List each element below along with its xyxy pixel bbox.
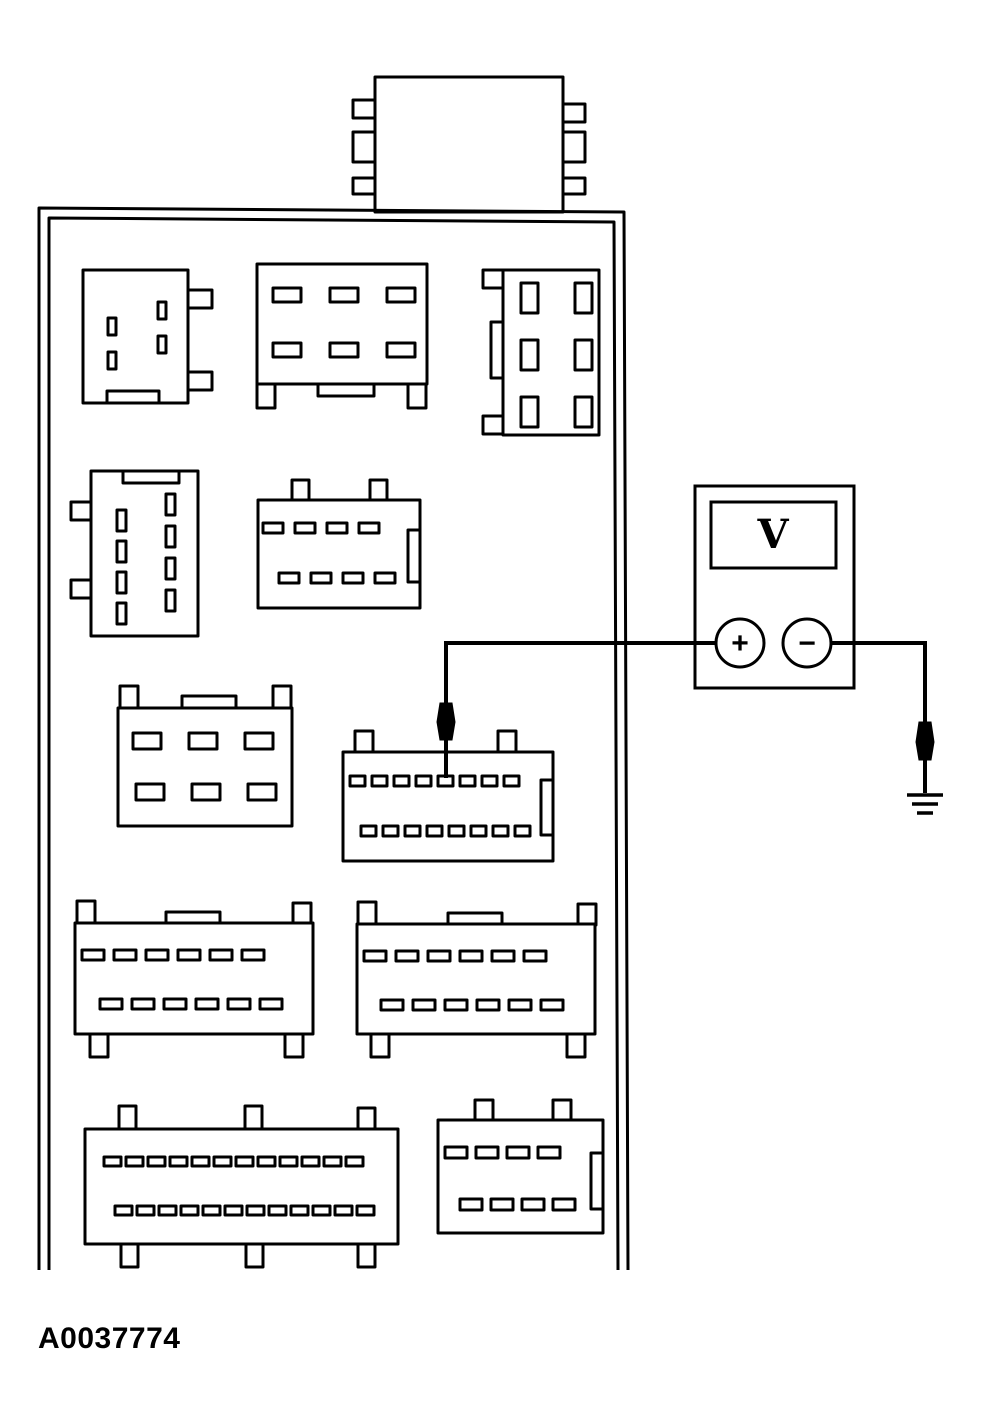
connector-c1 xyxy=(81,268,214,405)
top-module xyxy=(351,75,587,214)
connector-c5 xyxy=(256,478,422,610)
connector-c9 xyxy=(355,900,598,1059)
negative-probe xyxy=(915,721,935,793)
meter-display xyxy=(709,500,838,570)
positive-probe xyxy=(436,702,456,778)
connector-c10 xyxy=(83,1104,400,1269)
connector-c11 xyxy=(436,1098,605,1235)
voltmeter: V + − xyxy=(693,484,856,690)
test-leads xyxy=(444,641,927,725)
connector-c8 xyxy=(73,899,315,1059)
negative-lead xyxy=(831,641,927,725)
connector-c4 xyxy=(69,469,200,638)
positive-lead xyxy=(444,641,716,710)
meter-display-symbol: V xyxy=(756,511,789,558)
connector-c3 xyxy=(481,268,601,437)
connector-c6 xyxy=(116,684,294,828)
junction-box-housing xyxy=(37,206,630,1271)
figure-id: A0037774 xyxy=(38,1322,181,1355)
connector-c2 xyxy=(255,262,429,410)
ground-icon xyxy=(907,793,943,815)
negative-label: − xyxy=(798,627,816,660)
positive-label: + xyxy=(731,627,749,660)
